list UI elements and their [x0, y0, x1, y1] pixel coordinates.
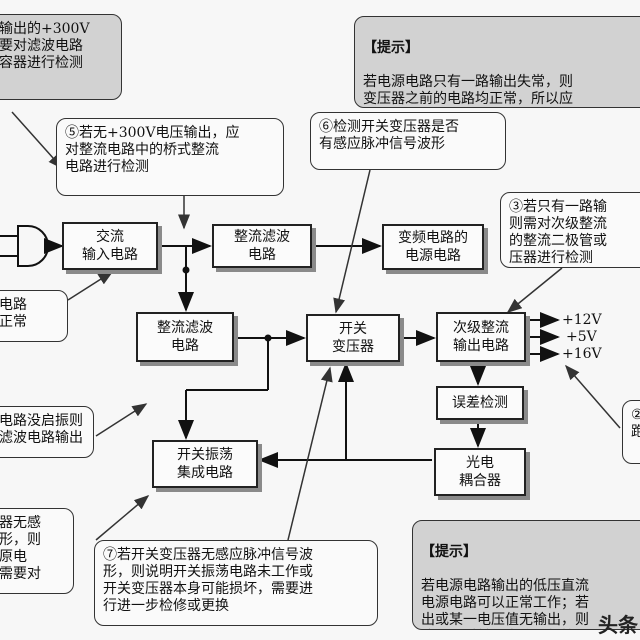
note-step-5: ⑤若无+300V电压输出，应 对整流电路中的桥式整流 电路进行检测	[56, 118, 284, 196]
output-voltage-16v: +16V	[562, 346, 602, 362]
rectifier-filter-main-block: 整流滤波 电路	[136, 312, 234, 362]
inverter-power-block: 变频电路的 电源电路	[382, 224, 484, 270]
secondary-rectifier-block: 次级整流 输出电路	[436, 312, 526, 362]
optocoupler-block: 光电 耦合器	[434, 448, 526, 496]
watermark-text: 头条	[598, 613, 638, 637]
note-left-normal: 电路 正常	[0, 290, 68, 342]
rectifier-filter-top-block: 整流滤波 电路	[212, 224, 312, 268]
switching-transformer-block: 开关 变压器	[306, 314, 400, 362]
note-left-oscillation: 电路没启振则 滤波电路输出	[0, 406, 94, 458]
note-step-3: ③若只有一路输 则需对次级整流 的整流二极管或 压器进行检测	[500, 192, 640, 268]
switch-oscillator-ic-block: 开关振荡 集成电路	[152, 440, 258, 488]
note-step-6: ⑥检测开关变压器是否 有感应脉冲信号波形	[310, 112, 506, 170]
ac-input-block: 交流 输入电路	[62, 222, 158, 270]
note-top-left: 输出的+300V 要对滤波电路 容器进行检测	[0, 14, 122, 100]
hint-top-body: 若电源电路只有一路输出失常，则 变压器之前的电路均正常，所以应 开关变压器次级输…	[363, 74, 573, 107]
output-voltage-5v: +5V	[566, 329, 597, 345]
error-detect-block: 误差检测	[436, 386, 524, 420]
plug-icon	[0, 225, 64, 267]
hint-bottom-body: 若电源电路输出的低压直流 电源电路可以正常工作；若 出或某一电压值无输出，则 流…	[421, 578, 589, 628]
note-left-induction: 器无感 形，则 原电 需要对	[0, 508, 74, 594]
hint-bottom-box: 【提示】 若电源电路输出的低压直流 电源电路可以正常工作；若 出或某一电压值无输…	[412, 520, 640, 630]
hint-top-title: 【提示】	[363, 40, 419, 56]
hint-bottom-title: 【提示】	[421, 544, 477, 560]
hint-top-box: 【提示】 若电源电路只有一路输出失常，则 变压器之前的电路均正常，所以应 开关变…	[354, 16, 640, 108]
note-step-2: ② 跑	[622, 400, 640, 464]
note-step-7: ⑦若开关变压器无感应脉冲信号波 形，则说明开关振荡电路未工作或 开关变压器本身可…	[94, 540, 378, 626]
output-voltage-12v: +12V	[562, 312, 602, 328]
